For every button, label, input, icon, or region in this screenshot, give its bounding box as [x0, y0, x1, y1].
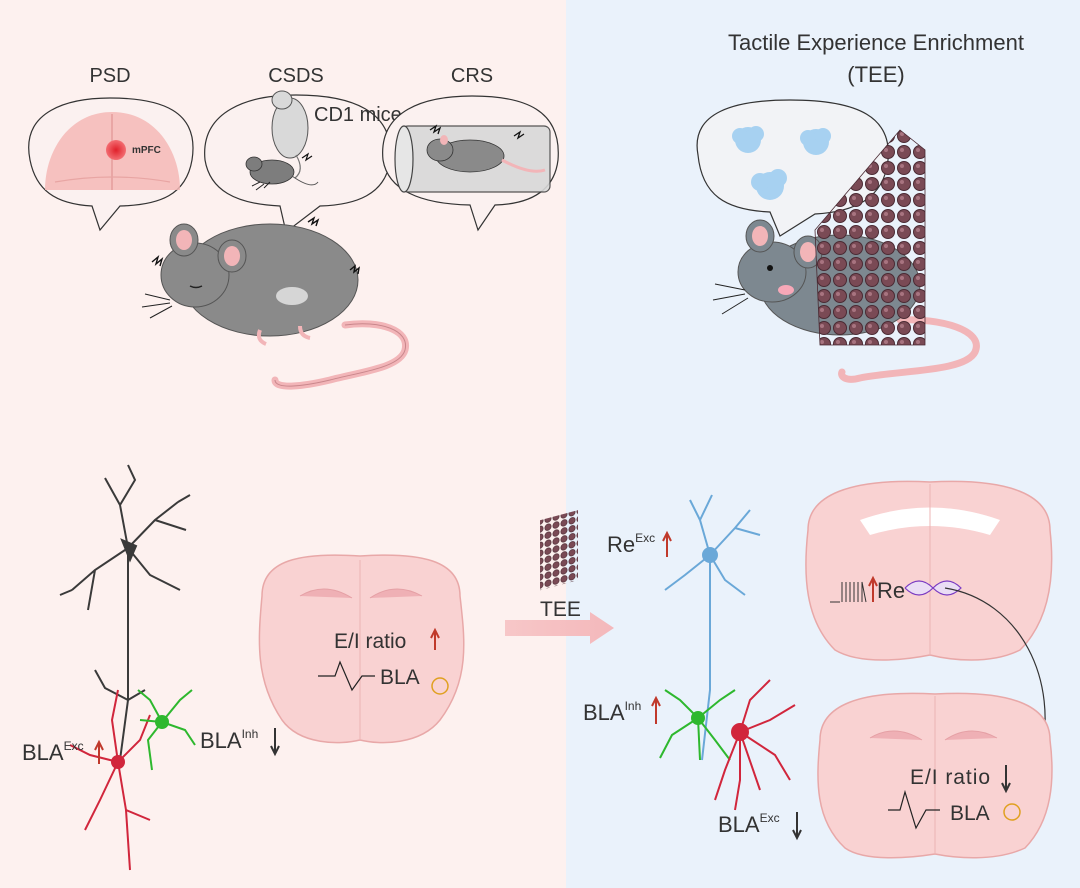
down-arrow-icon	[792, 812, 802, 841]
blue-re-neuron-icon	[664, 494, 761, 761]
restraint-tube-icon	[394, 124, 551, 193]
up-arrow-icon	[430, 627, 440, 650]
cd1-mice-label: CD1 mice	[314, 104, 402, 126]
up-arrow-icon	[662, 530, 672, 557]
tee-arrow-label: TEE	[540, 598, 581, 621]
mpfc-label: mPFC	[132, 145, 161, 156]
bla-exc-right-label: BLAExc	[718, 811, 780, 837]
speech-bubble-csds: CD1 mice	[204, 90, 402, 234]
tee-title-line2: (TEE)	[847, 62, 904, 87]
red-exc-neuron-right-icon	[714, 679, 796, 811]
tactile-texture-icon	[732, 126, 831, 200]
bla-right-label: BLA	[950, 802, 990, 825]
crs-label: CRS	[451, 65, 493, 87]
speech-bubble-crs	[382, 95, 559, 232]
cd1-mouse-icon	[271, 90, 309, 179]
green-inh-neuron-right-icon	[659, 689, 736, 761]
re-region-icon	[904, 580, 962, 596]
up-arrow-icon	[868, 575, 878, 602]
down-arrow-icon	[1001, 765, 1011, 794]
brain-slice-right-bottom-icon	[817, 692, 1053, 859]
tee-arrow	[505, 510, 614, 644]
bla-region-icon	[1003, 803, 1021, 821]
green-inh-neuron-icon	[137, 689, 196, 771]
bla-left-label: BLA	[380, 666, 420, 689]
speech-bubble-psd: mPFC	[28, 97, 194, 232]
ei-ratio-right-label: E/I ratio	[910, 766, 990, 789]
tee-title-line1: Tactile Experience Enrichment	[728, 30, 1024, 55]
trace-icon	[318, 660, 375, 692]
spike-train-icon	[830, 581, 867, 603]
tactile-mat-icon	[814, 129, 926, 346]
red-exc-neuron-icon	[69, 689, 151, 871]
stressed-mouse-icon	[141, 223, 409, 390]
bla-exc-left-label: BLAExc	[22, 739, 84, 765]
re-exc-label: ReExc	[607, 531, 655, 557]
tactile-mat-small-icon	[540, 510, 578, 591]
up-arrow-icon	[651, 695, 661, 724]
brain-slice-right-top-icon	[805, 480, 1053, 661]
psd-label: PSD	[89, 65, 130, 87]
down-arrow-icon	[270, 728, 280, 757]
bla-inh-left-label: BLAInh	[200, 727, 258, 753]
up-arrow-icon	[94, 739, 104, 764]
csds-label: CSDS	[268, 65, 324, 87]
small-mouse-icon	[245, 156, 319, 191]
brain-slice-left-icon	[258, 554, 465, 744]
bla-region-icon	[431, 677, 449, 695]
grey-neuron-icon	[59, 464, 191, 761]
bla-inh-right-label: BLAInh	[583, 699, 641, 725]
mpfc-spot-icon	[106, 140, 126, 160]
re-label: Re	[877, 578, 905, 603]
ei-ratio-left-label: E/I ratio	[334, 630, 406, 653]
trace-icon	[888, 789, 940, 830]
